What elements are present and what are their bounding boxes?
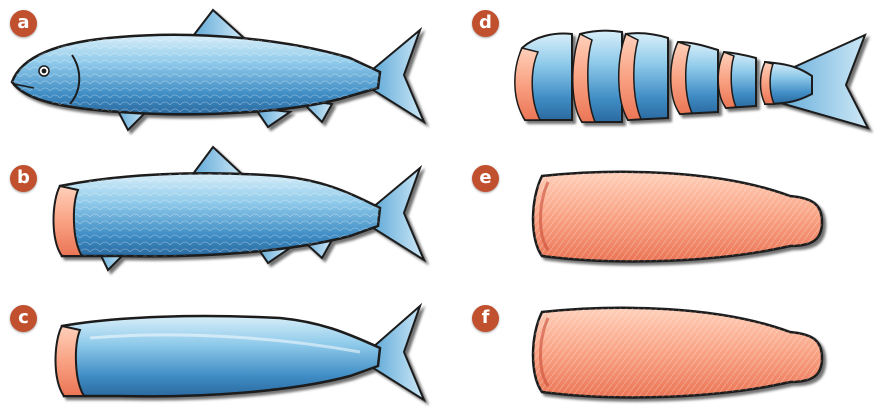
fish-body-trimmed bbox=[62, 316, 380, 396]
fillet-e bbox=[533, 172, 822, 262]
fins-removed-fish bbox=[56, 306, 425, 400]
steak-4 bbox=[671, 42, 718, 114]
whole-fish bbox=[12, 10, 424, 130]
sliced-fish bbox=[515, 31, 868, 128]
steak-1 bbox=[515, 34, 572, 120]
steak-5 bbox=[718, 52, 756, 108]
head-removed-fish bbox=[54, 147, 425, 270]
steak-2 bbox=[573, 31, 622, 122]
steak-3 bbox=[619, 33, 668, 120]
fillet-f bbox=[533, 308, 822, 398]
